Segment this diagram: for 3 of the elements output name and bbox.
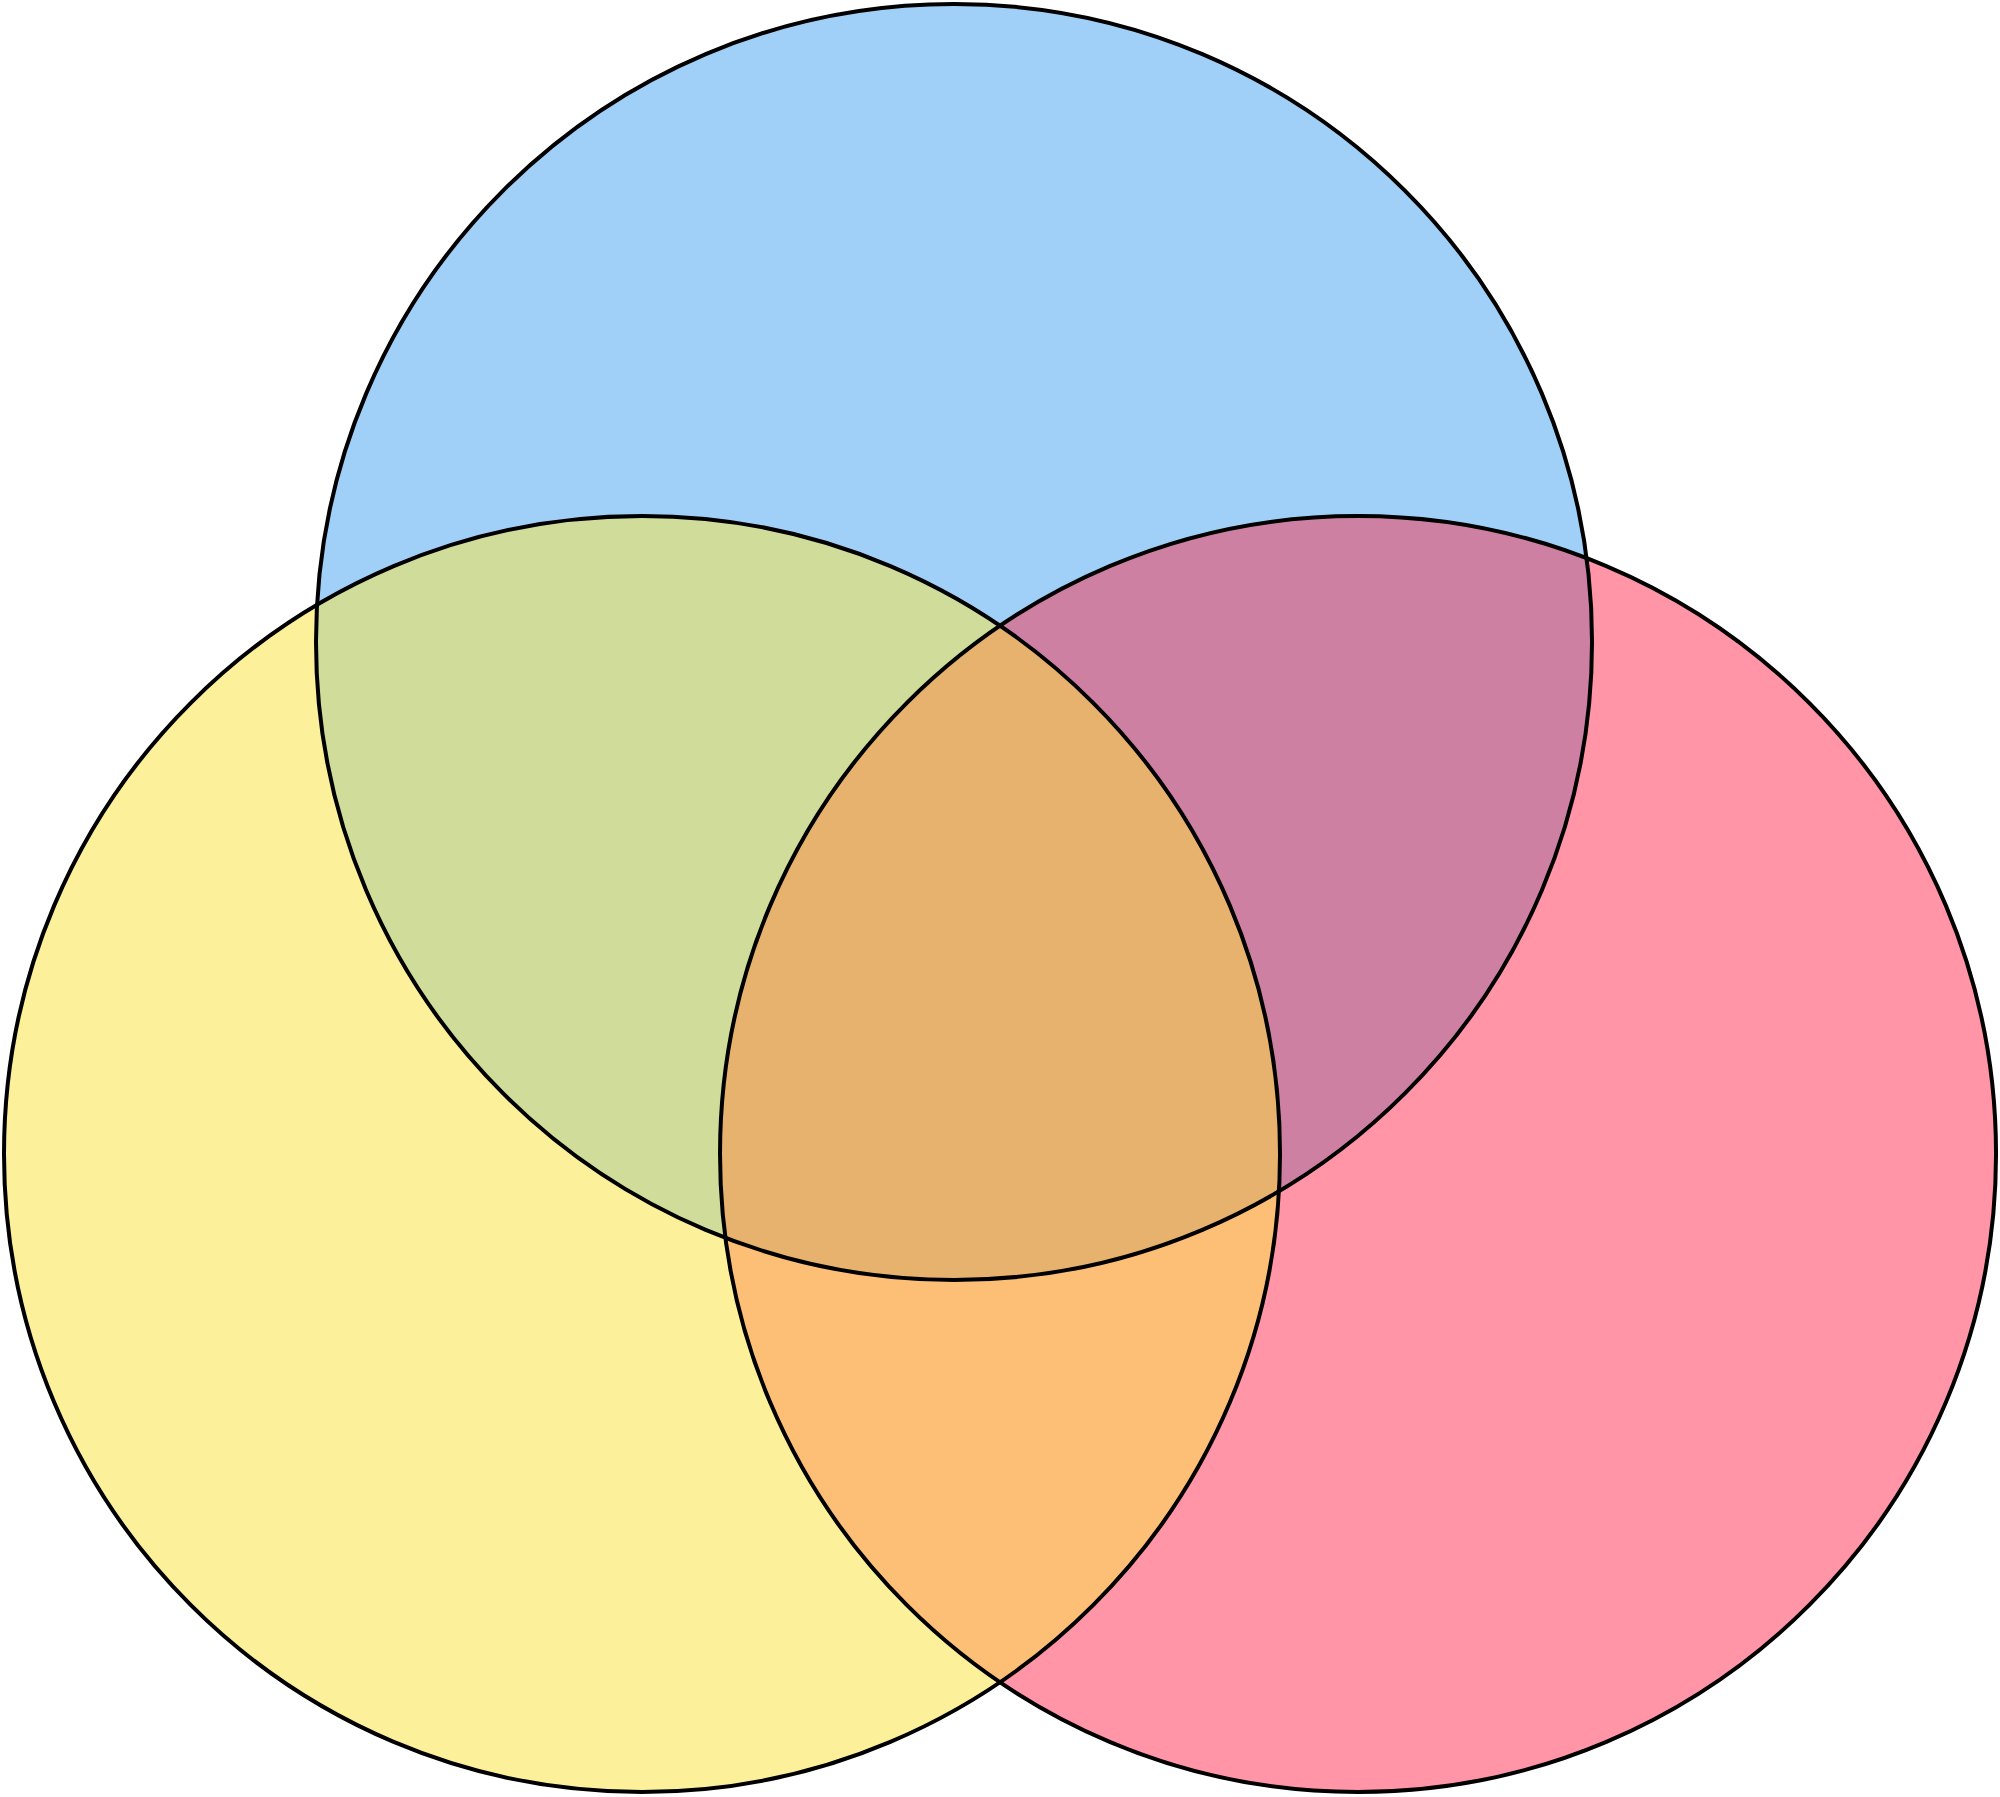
set-circle [718,514,1999,1794]
set-circle [2,514,1282,1794]
set-circle [314,1,1594,1282]
